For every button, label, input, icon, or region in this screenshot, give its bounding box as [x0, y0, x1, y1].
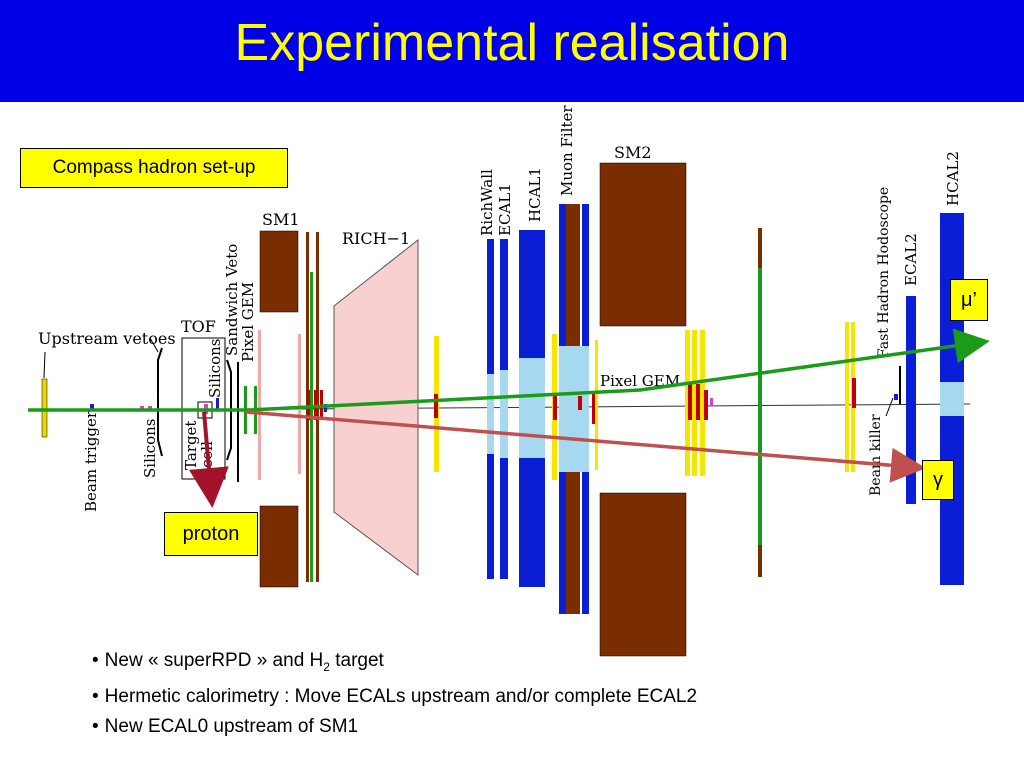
page-title: Experimental realisation — [234, 14, 790, 72]
beam-killer-label: Beam killer — [868, 414, 884, 496]
rich1-label: RICH−1 — [342, 229, 410, 248]
muon-track — [28, 328, 990, 412]
tof-label: TOF — [181, 317, 216, 336]
green-station-top — [758, 228, 762, 268]
sm1-line-2 — [310, 272, 313, 582]
bullet-superrpd: New « superRPD » and H2 target — [92, 646, 697, 682]
fast-hadron-hodoscope-label: Fast Hadron Hodoscope — [876, 187, 892, 358]
bullet-1-tail: target — [329, 650, 384, 671]
hcal2-hole — [940, 382, 964, 416]
silicon-box-marker — [216, 398, 219, 410]
gamma-track — [245, 410, 926, 483]
ecal1-label: ECAL1 — [496, 183, 514, 236]
silicons-upstream-label: Silicons — [141, 419, 159, 478]
red-mark-8 — [852, 378, 856, 408]
upstream-vetoes-label: Upstream vetoes — [38, 329, 176, 348]
ecal1-hole — [500, 370, 508, 458]
gem-pink-2 — [298, 334, 301, 474]
green-station — [758, 266, 762, 546]
pixel-gem-left-label: Pixel GEM — [239, 282, 257, 362]
red-mark-2 — [553, 394, 557, 420]
gamma-label: γ — [922, 460, 954, 500]
hcal1-hole — [519, 358, 545, 458]
target-label: Target — [182, 421, 200, 470]
yellow-station-3 — [595, 340, 598, 470]
title-bar: Experimental realisation — [0, 0, 1024, 102]
yellow-station-6 — [700, 330, 705, 476]
hcal2-label: HCAL2 — [944, 151, 962, 206]
upstream-veto-bracket — [157, 347, 163, 457]
setup-label: Compass hadron set-up — [20, 148, 288, 188]
upstream-veto-leader-2 — [149, 337, 159, 353]
sm2-label: SM2 — [614, 143, 652, 162]
red-mark-1 — [434, 394, 438, 418]
sm2-bottom — [599, 492, 687, 657]
bullet-calorimetry: Hermetic calorimetry : Move ECALs upstre… — [92, 682, 697, 712]
bullet-list: New « superRPD » and H2 target Hermetic … — [92, 646, 697, 742]
sm1-blue-marker — [324, 404, 327, 412]
gem-pink-1 — [258, 330, 261, 480]
proton-label: proton — [164, 512, 258, 556]
green-station-bottom — [758, 545, 762, 577]
red-mark-4 — [592, 394, 596, 424]
upstream-veto-leader — [43, 351, 46, 379]
hcal1-label: HCAL1 — [526, 167, 544, 222]
bullet-1-subscript: 2 — [323, 659, 330, 674]
red-mark-3 — [578, 396, 582, 410]
ecal2 — [906, 296, 916, 504]
sandwich-veto-label: Sandwich Veto — [223, 244, 241, 356]
red-mark-6 — [696, 384, 700, 420]
ecal2-label: ECAL2 — [902, 233, 920, 286]
muon-label: μ’ — [950, 279, 988, 321]
sm2-top — [599, 162, 687, 327]
yellow-station-5 — [692, 330, 697, 476]
rich1-body — [333, 238, 419, 576]
yellow-station-4 — [685, 330, 690, 476]
silicons-label: Silicons — [206, 339, 224, 398]
sm1-label: SM1 — [262, 210, 300, 229]
red-mark-5 — [688, 384, 692, 420]
bullet-ecal0: New ECAL0 upstream of SM1 — [92, 712, 697, 742]
bullet-1-text: New « superRPD » and H — [104, 650, 324, 671]
sm1-bottom — [259, 505, 299, 588]
muon-filter-label: Muon Filter — [558, 105, 576, 196]
beam-killer-leader — [885, 397, 894, 417]
richwall-label: RichWall — [478, 169, 496, 236]
sm1-top — [259, 230, 299, 313]
pink-mark-1 — [710, 398, 713, 406]
beam-trigger-marker — [90, 404, 94, 410]
richwall-hole — [487, 374, 494, 454]
sm1-red-1 — [307, 390, 310, 420]
upstream-veto-yellow — [41, 378, 48, 438]
red-mark-7 — [704, 390, 708, 420]
proton-track — [188, 411, 229, 508]
beam-trigger-label: Beam trigger — [82, 410, 100, 512]
beam-killer-marker — [894, 394, 898, 400]
yellow-station-7 — [845, 322, 849, 472]
muon-filter-hole — [559, 346, 589, 472]
